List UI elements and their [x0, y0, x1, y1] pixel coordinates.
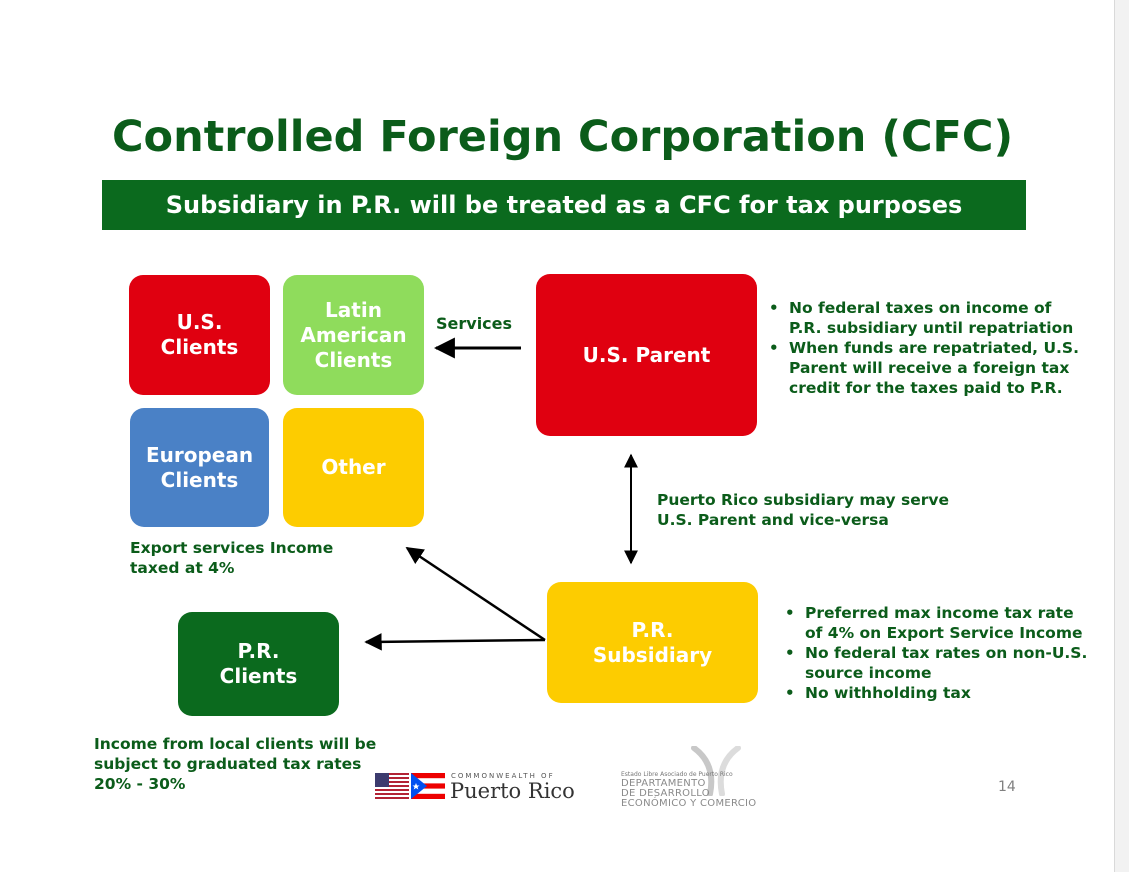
us-parent-label: U.S. Parent — [582, 342, 711, 367]
ddec-line-3: ECONÓMICO Y COMERCIO — [621, 798, 757, 809]
european-clients-label: European Clients — [145, 442, 254, 492]
us-clients-label: U.S. Clients — [160, 310, 239, 359]
other-label: Other — [321, 455, 386, 479]
local-clients-note: Income from local clients will be subjec… — [94, 735, 377, 793]
pr-subsidiary-bullet: Preferred max income tax rate of 4% on E… — [783, 603, 1087, 643]
pr-clients-label: P.R. Clients — [219, 639, 298, 688]
services-label: Services — [436, 314, 513, 333]
other-box: Other — [283, 408, 424, 527]
puerto-rico-wordmark: Puerto Rico — [450, 779, 575, 803]
ddec-line-2: DE DESARROLLO — [621, 788, 710, 799]
pr-subsidiary-bullet: No federal tax rates on non-U.S. source … — [783, 643, 1087, 683]
serve-note: Puerto Rico subsidiary may serve U.S. Pa… — [657, 491, 950, 529]
export-note: Export services Income taxed at 4% — [130, 539, 334, 577]
european-clients-box: European Clients — [130, 408, 269, 527]
export-arrow — [405, 546, 546, 642]
ddec-logo-icon — [691, 746, 741, 796]
us-clients-box: U.S. Clients — [129, 275, 270, 395]
latin-american-clients-box: Latin American Clients — [283, 275, 424, 395]
pr-subsidiary-box: P.R. Subsidiary — [547, 582, 758, 703]
pr-clients-box: P.R. Clients — [178, 612, 339, 716]
us-parent-bullet: No federal taxes on income of P.R. subsi… — [767, 298, 1079, 338]
ddec-tiny-text: Estado Libre Asociado de Puerto Rico — [621, 771, 733, 778]
slide-edge — [1114, 0, 1129, 872]
ddec-line-1: DEPARTAMENTO — [621, 778, 706, 789]
local-arrow — [364, 633, 546, 651]
pr-subsidiary-bullets: Preferred max income tax rate of 4% on E… — [783, 603, 1087, 703]
us-parent-box: U.S. Parent — [536, 274, 757, 436]
page-number: 14 — [998, 779, 1016, 795]
subtitle-banner: Subsidiary in P.R. will be treated as a … — [102, 180, 1026, 230]
banner-text: Subsidiary in P.R. will be treated as a … — [165, 191, 963, 219]
us-parent-bullets: No federal taxes on income of P.R. subsi… — [767, 298, 1079, 398]
commonwealth-label: COMMONWEALTH OF — [451, 772, 555, 780]
latin-american-clients-label: Latin American Clients — [300, 297, 407, 372]
pr-subsidiary-label: P.R. Subsidiary — [592, 617, 713, 667]
puerto-rico-flag-logo — [375, 773, 445, 799]
us-parent-bullet: When funds are repatriated, U.S. Parent … — [767, 338, 1079, 398]
slide-title: Controlled Foreign Corporation (CFC) — [112, 112, 1014, 162]
pr-subsidiary-bullet: No withholding tax — [783, 683, 1087, 703]
